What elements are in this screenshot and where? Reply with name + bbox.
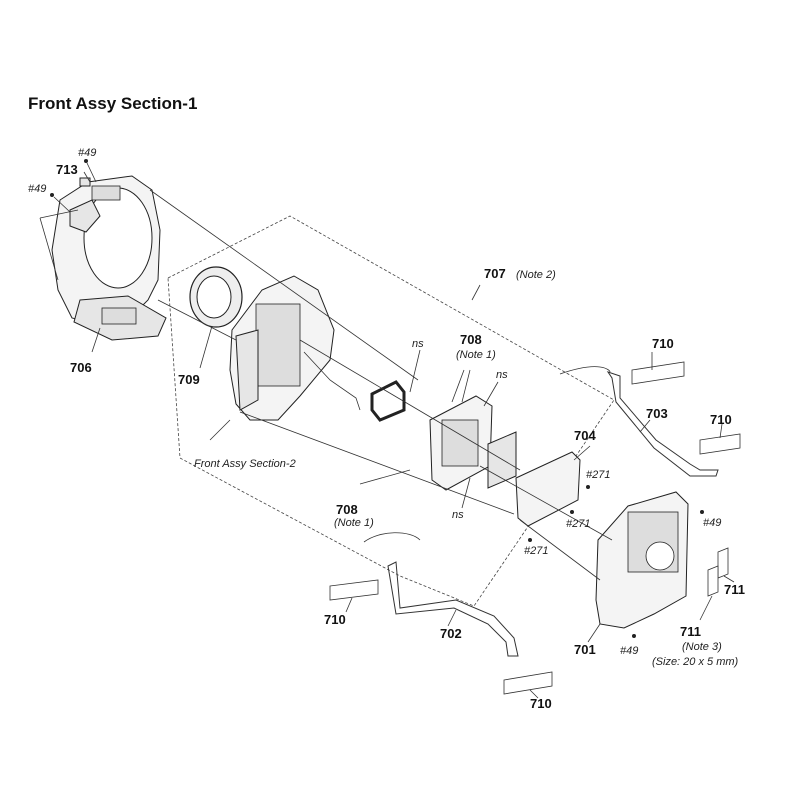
sensor-holder (429, 395, 493, 491)
ns-label-c: ns (452, 509, 464, 521)
part-708-bottom-note: (Note 1) (334, 517, 374, 529)
ns-label-a: ns (412, 338, 424, 350)
ns-label-b: ns (496, 369, 508, 381)
part-711-label-a: 711 (724, 582, 745, 597)
tape-710-bottom (503, 671, 553, 695)
part-708-top-note: (Note 1) (456, 349, 496, 361)
ns-gasket (370, 380, 406, 422)
part-708-bottom-label: 708 (336, 502, 358, 517)
part-707-note: (Note 2) (516, 269, 556, 281)
part-711-note: (Note 3) (682, 641, 722, 653)
part-702-flex-cable (387, 561, 519, 657)
part-710-label-a: 710 (652, 336, 674, 351)
screws (50, 159, 704, 638)
part-710-label-b: 710 (710, 412, 732, 427)
assembly-707-boundary (167, 215, 615, 607)
tape-710-left (329, 579, 379, 601)
part-709-label: 709 (178, 372, 200, 387)
part-701-rear-assembly (595, 491, 689, 629)
tape-711-lower (707, 565, 719, 597)
part-701-label: 701 (574, 642, 596, 657)
part-713-label: 713 (56, 162, 78, 177)
part-710-label-c: 710 (324, 612, 346, 627)
part-703-flex-cable (606, 371, 719, 477)
page-title: Front Assy Section-1 (28, 94, 198, 113)
part-704-plate (487, 431, 581, 527)
front-assy-section-2-label: Front Assy Section-2 (194, 458, 296, 470)
tape-710-right (699, 433, 741, 455)
part-711-label-b: 711 (680, 624, 701, 639)
main-chassis (229, 275, 361, 421)
part-706-front-frame (51, 175, 167, 341)
screw-49-label-c: #49 (703, 517, 721, 529)
part-706-label: 706 (70, 360, 92, 375)
screw-271-label-c: #271 (524, 545, 548, 557)
part-709-lens-ring (189, 266, 243, 328)
tape-710-upper (631, 361, 685, 385)
part-710-label-d: 710 (530, 696, 552, 711)
screw-49-label-b: #49 (28, 183, 46, 195)
part-702-label: 702 (440, 626, 462, 641)
part-703-label: 703 (646, 406, 668, 421)
screw-271-label-b: #271 (566, 518, 590, 530)
part-704-label: 704 (574, 428, 596, 443)
part-708-top-label: 708 (460, 332, 482, 347)
tape-711-upper (717, 547, 729, 579)
screw-49-label-d: #49 (620, 645, 638, 657)
screw-49-label-a: #49 (78, 147, 96, 159)
part-711-size: (Size: 20 x 5 mm) (652, 656, 739, 668)
leader-lines (39, 162, 735, 699)
screw-271-label-a: #271 (586, 469, 610, 481)
part-707-label: 707 (484, 266, 506, 281)
